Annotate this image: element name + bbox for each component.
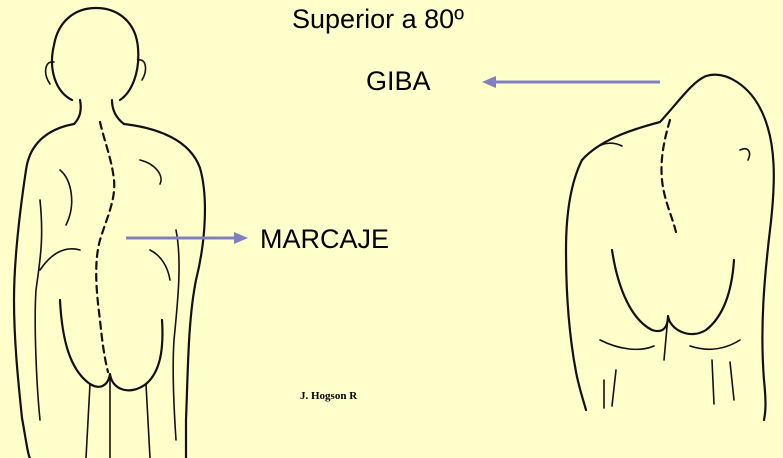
left-side-outline — [566, 160, 586, 410]
curved-spine — [96, 122, 114, 372]
slide-title: Superior a 80º — [258, 4, 498, 35]
giba-arrow — [482, 76, 660, 88]
bent-spine — [661, 120, 676, 232]
left-body-outline — [14, 124, 74, 458]
head-outline — [52, 8, 138, 100]
forward-bend-figure — [566, 75, 774, 420]
hump-label: GIBA — [366, 66, 431, 97]
author-credit: J. Hogson R — [300, 390, 357, 402]
right-body-outline — [124, 124, 205, 458]
marking-label: MARCAJE — [260, 224, 389, 255]
standing-back-figure — [14, 8, 205, 458]
marcaje-arrow — [126, 232, 248, 244]
bent-back-outline — [582, 75, 774, 420]
